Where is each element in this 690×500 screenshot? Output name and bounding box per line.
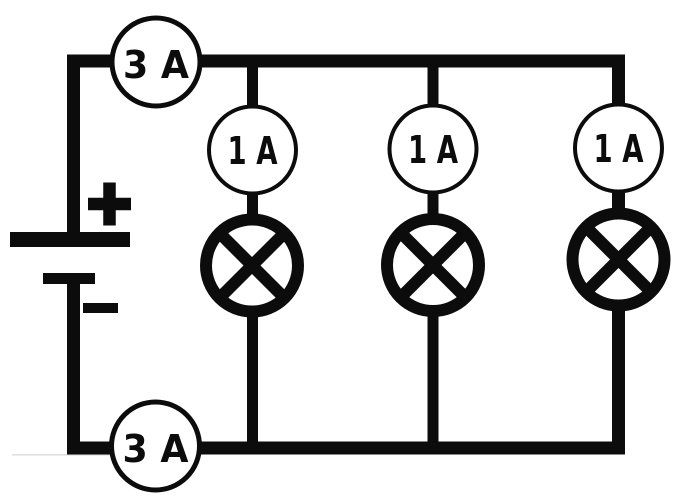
ammeter-main-top: 3 A [109,15,203,109]
ammeter-branch-3: 1 A [573,102,664,194]
ammeter-circle [109,15,203,109]
ammeter-circle [207,104,298,196]
ammeter-circle [109,399,202,493]
ammeter-label: 3 A [123,43,190,87]
ammeter-branch-1: 1 A [207,104,298,196]
lamp-2-icon [381,213,485,317]
lamp-1-icon [200,213,304,318]
lamp-3-icon [566,207,671,312]
ammeter-circle [387,103,479,195]
ammeter-label: 1 A [408,128,458,172]
ammeter-circle [573,102,664,194]
lamp-cross-line [395,227,471,303]
battery-plus-icon [88,182,131,226]
lamp-cross-line [581,222,656,297]
battery-symbol [10,182,131,313]
ammeter-label: 1 A [228,129,278,173]
lamp-cross-line [214,228,290,303]
ammeter-label: 1 A [594,127,644,171]
ammeter-main-bottom: 3 A [109,399,202,493]
outer-loop-wire [67,54,625,455]
ammeter-label: 3 A [123,427,190,471]
ammeter-branch-2: 1 A [387,103,479,195]
